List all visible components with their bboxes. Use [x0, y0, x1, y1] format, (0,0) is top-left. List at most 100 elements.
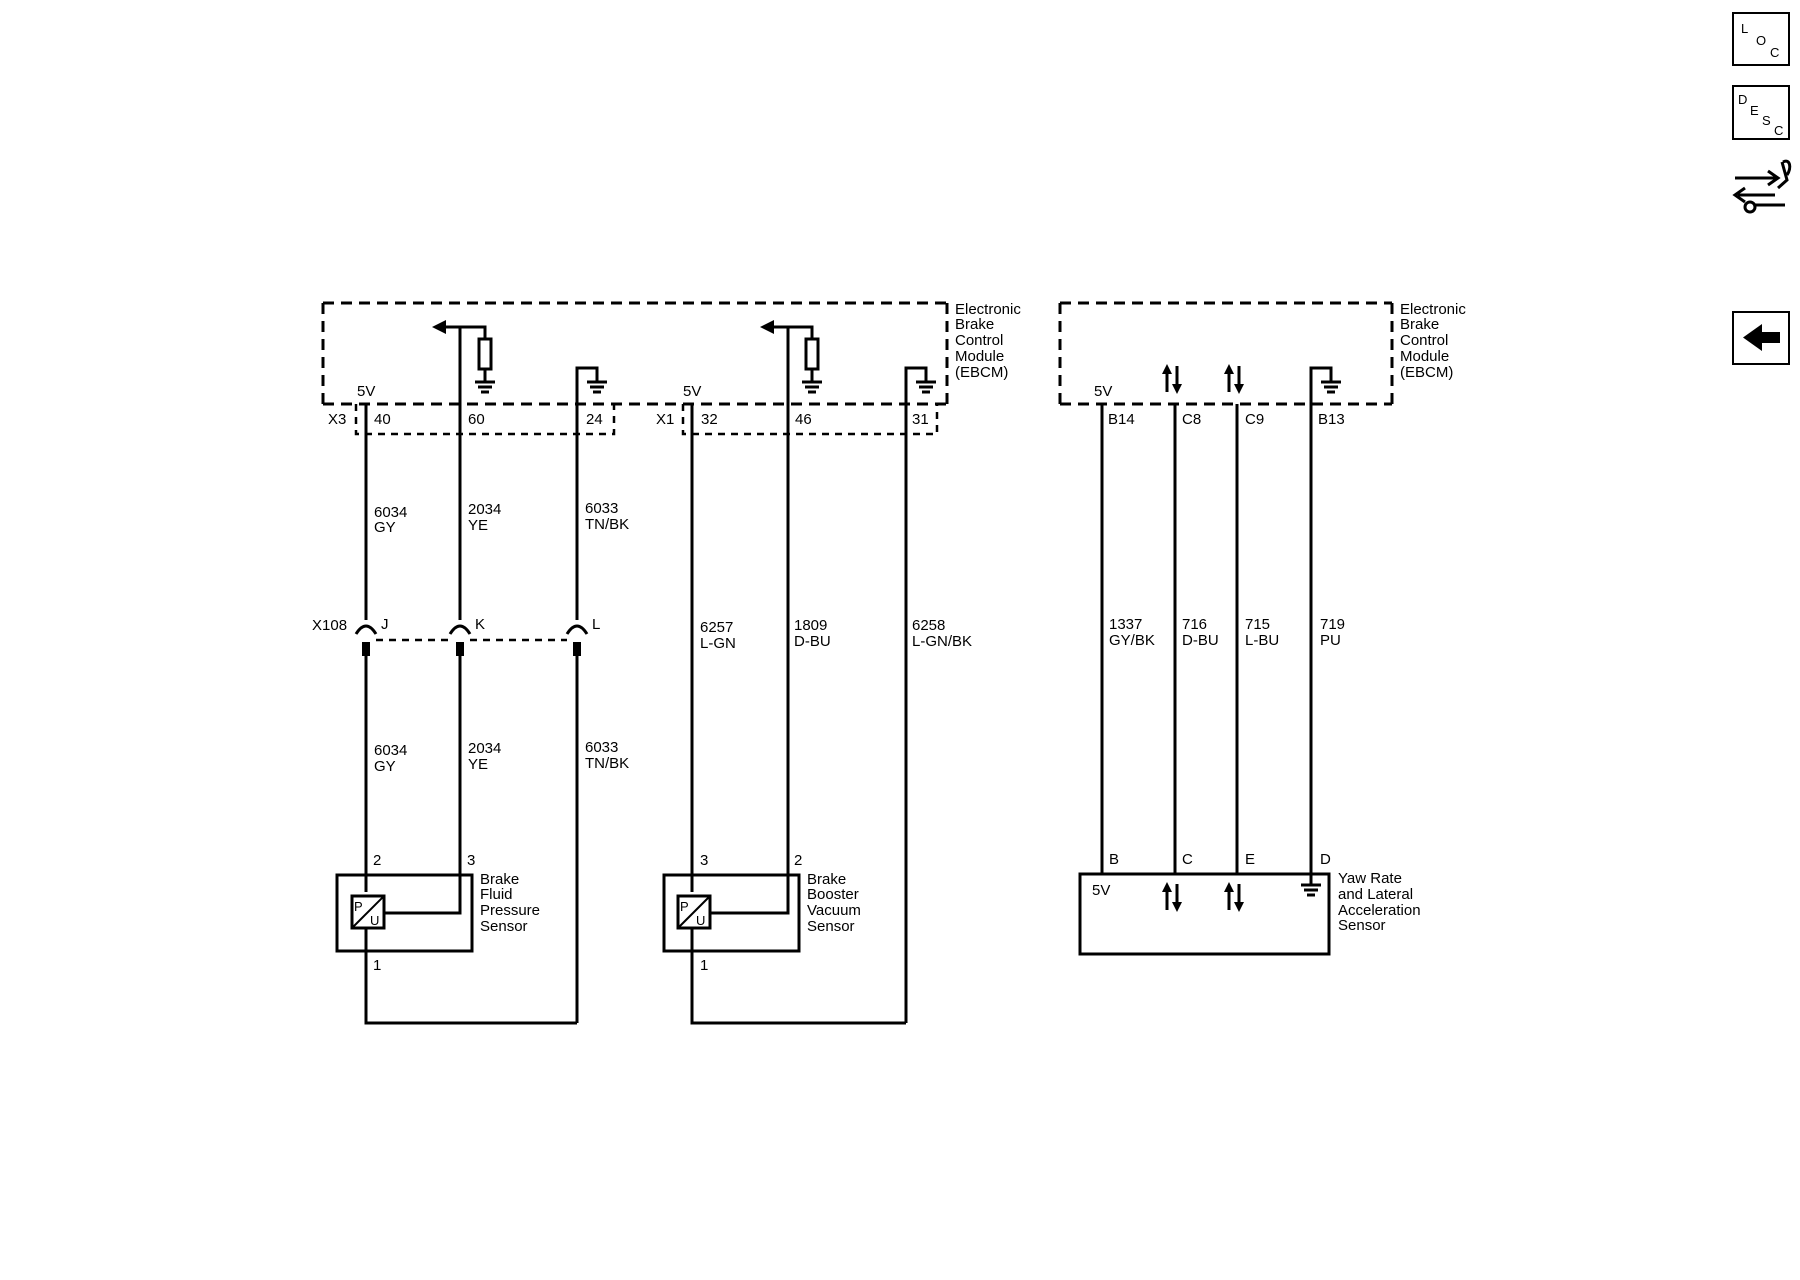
- pin-label: E: [1245, 851, 1255, 868]
- fluid-pressure-circuit: 6034 GY 2034 YE 6033 TN/BK X108 J K L 60…: [312, 404, 629, 1025]
- wire-label: D-BU: [794, 633, 831, 650]
- brake-fluid-pressure-sensor: P U 2 3 1 Brake Fluid Pressure Sensor: [335, 852, 577, 1025]
- connector-label: X108: [312, 617, 347, 634]
- module-title-line: Brake: [1400, 316, 1439, 333]
- wire-label: L-GN/BK: [912, 633, 972, 650]
- module-title-line: Control: [955, 332, 1003, 349]
- yaw-rate-sensor: B C E D 5V Yaw Rate and Lateral Accelera…: [1078, 851, 1421, 956]
- desc-letter: E: [1750, 103, 1759, 118]
- ebcm-module-right: Electronic Brake Control Module (EBCM) 5…: [1058, 301, 1466, 428]
- resistor-icon: [477, 337, 493, 371]
- yaw-rate-circuit: 1337 GY/BK 716 D-BU 715 L-BU 719 PU B C …: [1078, 404, 1421, 956]
- wire-label: L-GN: [700, 635, 736, 652]
- sensor-name-line: Booster: [807, 886, 859, 903]
- pin-label: C9: [1245, 411, 1264, 428]
- location-icon: [1732, 12, 1790, 66]
- pin-label: C: [1182, 851, 1193, 868]
- wire-label: TN/BK: [585, 755, 629, 772]
- pin-label: 24: [586, 411, 603, 428]
- wire-label: 6257: [700, 619, 733, 636]
- sensor-name-line: Pressure: [480, 902, 540, 919]
- signal-arrow-icon: [432, 320, 446, 334]
- inline-connector-x108: X108 J K L: [312, 616, 600, 656]
- wire-label: 719: [1320, 616, 1345, 633]
- loc-letter: C: [1770, 45, 1779, 60]
- pin-label: 40: [374, 411, 391, 428]
- module-title-line: Module: [1400, 348, 1449, 365]
- sensor-name-line: Vacuum: [807, 902, 861, 919]
- sensor-name-line: Brake: [480, 871, 519, 888]
- voltage-label: 5V: [1092, 882, 1110, 899]
- ground-icon: [802, 380, 822, 394]
- resistor-icon: [804, 337, 820, 371]
- ground-icon: [475, 380, 495, 394]
- sensor-name-line: Acceleration: [1338, 902, 1421, 919]
- voltage-label: 5V: [1094, 383, 1112, 400]
- module-title-line: Electronic: [955, 301, 1021, 318]
- wire-label: 6033: [585, 500, 618, 517]
- desc-button[interactable]: D E S C: [1732, 85, 1790, 140]
- pin-label: 31: [912, 411, 929, 428]
- ebcm-module-left: Electronic Brake Control Module (EBCM) 5…: [321, 301, 1021, 436]
- ground-icon: [1321, 380, 1341, 394]
- loc-button[interactable]: L O C: [1732, 12, 1790, 66]
- voltage-label: 5V: [357, 383, 375, 400]
- diagnostic-button[interactable]: [1732, 159, 1792, 214]
- pin-label: 2: [373, 852, 381, 869]
- back-arrow-icon: [1743, 324, 1780, 351]
- connector-label: X3: [328, 411, 346, 428]
- pin-label: 1: [373, 957, 381, 974]
- pin-label: 2: [794, 852, 802, 869]
- pin-label: 32: [701, 411, 718, 428]
- desc-letter: C: [1774, 123, 1783, 138]
- module-title-line: (EBCM): [1400, 364, 1453, 381]
- wire-label: 1337: [1109, 616, 1142, 633]
- module-title-line: Control: [1400, 332, 1448, 349]
- module-title-line: Module: [955, 348, 1004, 365]
- brake-booster-vacuum-sensor: P U 3 2 1 Brake Booster Vacuum Sensor: [662, 852, 906, 1025]
- wire-label: 2034: [468, 740, 501, 757]
- ground-icon: [1301, 883, 1321, 897]
- pin-label: B14: [1108, 411, 1135, 428]
- diagnostic-icon: [1732, 159, 1792, 214]
- pin-label: 1: [700, 957, 708, 974]
- wire-label: L-BU: [1245, 632, 1279, 649]
- pin-label: D: [1320, 851, 1331, 868]
- booster-vacuum-circuit: 6257 L-GN 1809 D-BU 6258 L-GN/BK P U 3 2…: [662, 404, 972, 1025]
- wire-label: GY: [374, 519, 396, 536]
- sensor-name-line: Sensor: [480, 918, 528, 935]
- pin-label: 46: [795, 411, 812, 428]
- wire-label: 2034: [468, 501, 501, 518]
- sensor-name-line: Fluid: [480, 886, 513, 903]
- module-title-line: Brake: [955, 316, 994, 333]
- sensor-name-line: Brake: [807, 871, 846, 888]
- cavity-label: L: [592, 616, 600, 633]
- cavity-label: K: [475, 616, 485, 633]
- sensor-name-line: Sensor: [1338, 917, 1386, 934]
- wire-label: 1809: [794, 617, 827, 634]
- wire-label: 716: [1182, 616, 1207, 633]
- ground-icon: [916, 380, 936, 394]
- sensor-name-line: and Lateral: [1338, 886, 1413, 903]
- module-title-line: Electronic: [1400, 301, 1466, 318]
- signal-arrow-icon: [760, 320, 774, 334]
- sensor-symbol: P: [354, 899, 363, 914]
- wire-label: YE: [468, 756, 488, 773]
- bidirectional-arrow-icon: [1162, 364, 1182, 394]
- sensor-symbol: U: [370, 913, 379, 928]
- back-button[interactable]: [1732, 311, 1790, 365]
- pin-label: 3: [700, 852, 708, 869]
- bidirectional-arrow-icon: [1224, 882, 1244, 912]
- sensor-name-line: Yaw Rate: [1338, 870, 1402, 887]
- wire-label: 6033: [585, 739, 618, 756]
- pin-label: 3: [467, 852, 475, 869]
- sensor-symbol: P: [680, 899, 689, 914]
- pin-label: B: [1109, 851, 1119, 868]
- bidirectional-arrow-icon: [1162, 882, 1182, 912]
- wire-label: 6258: [912, 617, 945, 634]
- wire-label: D-BU: [1182, 632, 1219, 649]
- sensor-symbol: U: [696, 913, 705, 928]
- wire-label: YE: [468, 517, 488, 534]
- ground-icon: [587, 380, 607, 394]
